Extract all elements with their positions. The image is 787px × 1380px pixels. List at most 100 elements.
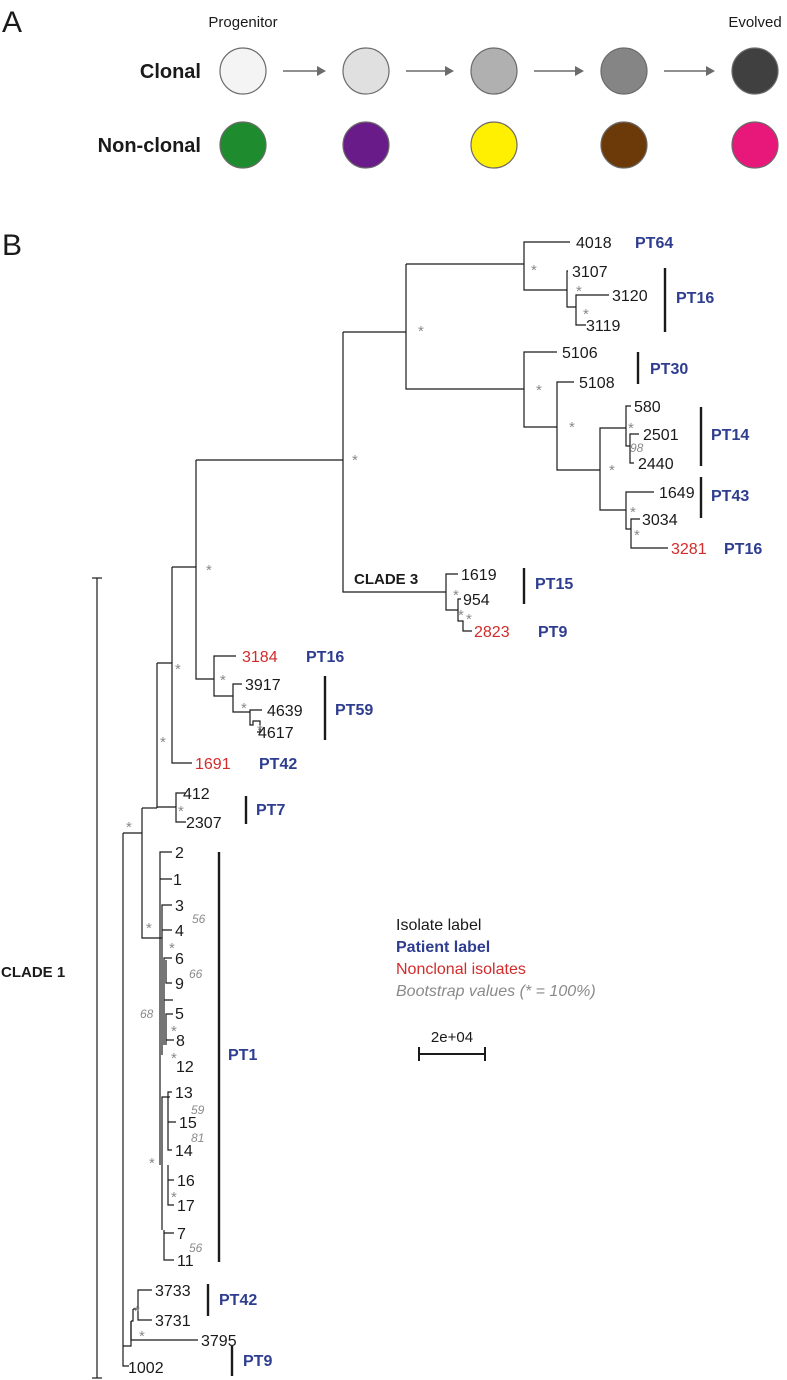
bootstrap-star: *	[630, 504, 636, 521]
bootstrap-star: *	[352, 452, 358, 469]
bootstrap-value: 66	[189, 967, 203, 981]
leaf-label: 412	[183, 786, 210, 803]
leaf-label: 14	[175, 1143, 193, 1160]
leaf-label: 16	[177, 1173, 195, 1190]
row-label: Clonal	[140, 61, 201, 83]
leaf-label: 2440	[638, 456, 674, 473]
bootstrap-star: *	[241, 700, 247, 717]
leaf-label: 580	[634, 399, 661, 416]
bootstrap-star: *	[171, 1023, 177, 1040]
bootstrap-star: *	[160, 734, 166, 751]
patient-label: PT9	[243, 1353, 272, 1370]
leaf-label: 2823	[474, 624, 510, 641]
patient-label: PT42	[259, 756, 297, 773]
leaf-label: 12	[176, 1059, 194, 1076]
leaf-label: 5106	[562, 345, 598, 362]
clade-1-label: CLADE 1	[1, 964, 65, 981]
evolved-label: Evolved	[728, 14, 781, 31]
stage-circle	[731, 47, 779, 95]
leaf-label: 13	[175, 1085, 193, 1102]
bootstrap-star: *	[569, 419, 575, 436]
patient-label: PT16	[724, 541, 762, 558]
leaf-labels: 4018 3107 3120 3119 5106 5108 580 2501 2…	[128, 235, 707, 1377]
leaf-label: 3034	[642, 512, 678, 529]
leaf-label: 2	[175, 845, 184, 862]
leaf-label: 4617	[258, 725, 294, 742]
stage-circle	[731, 121, 779, 169]
bootstrap-star: *	[453, 587, 459, 604]
stage-circle	[470, 47, 518, 95]
bootstrap-star: *	[576, 283, 582, 300]
leaf-label: 4018	[576, 235, 612, 252]
bootstrap-star: *	[134, 1303, 140, 1320]
patient-labels: PT64 PT16 PT30 PT14 PT43 PT16 PT15 PT9 P…	[219, 235, 762, 1370]
leaf-label: 1649	[659, 485, 695, 502]
legend-entry: Bootstrap values (* = 100%)	[396, 983, 596, 1000]
legend-entry: Nonclonal isolates	[396, 961, 526, 978]
scale-label: 2e+04	[431, 1029, 473, 1046]
bootstrap-star: *	[634, 527, 640, 544]
bootstrap-star: *	[531, 262, 537, 279]
patient-label: PT64	[635, 235, 673, 252]
patient-bars	[206, 268, 703, 1376]
bootstrap-value: 56	[192, 912, 206, 926]
arrow-icon	[575, 66, 584, 76]
patient-label: PT42	[219, 1292, 257, 1309]
leaf-label: 1619	[461, 567, 497, 584]
bootstrap-value: 98	[630, 441, 644, 455]
clade-3-label: CLADE 3	[354, 571, 418, 588]
bootstrap-star: *	[418, 323, 424, 340]
leaf-label: 3107	[572, 264, 608, 281]
bootstrap-star: *	[146, 920, 152, 937]
leaf-label: 3917	[245, 677, 281, 694]
leaf-label: 954	[463, 592, 490, 609]
leaf-label: 1	[173, 872, 182, 889]
bootstrap-star: *	[458, 607, 464, 624]
leaf-label: 17	[177, 1198, 195, 1215]
leaf-label: 5108	[579, 375, 615, 392]
bootstrap-star: *	[149, 1155, 155, 1172]
patient-label: PT14	[711, 427, 749, 444]
leaf-label: 3	[175, 898, 184, 915]
clade-1-bracket	[92, 577, 102, 1379]
leaf-label: 9	[175, 976, 184, 993]
stage-circle	[470, 121, 518, 169]
bootstrap-star: *	[583, 306, 589, 323]
leaf-label: 2501	[643, 427, 679, 444]
bootstrap-star: *	[169, 940, 175, 957]
bootstrap-value: 68	[140, 1007, 154, 1021]
bootstrap-star: *	[171, 1189, 177, 1206]
stage-circle	[219, 47, 267, 95]
stage-circle	[342, 47, 390, 95]
bootstrap-star: *	[175, 661, 181, 678]
bootstrap-value: 59	[191, 1103, 205, 1117]
bootstrap-star: *	[220, 672, 226, 689]
leaf-label: 3733	[155, 1283, 191, 1300]
bootstrap-star: *	[628, 420, 634, 437]
leaf-label: 3795	[201, 1333, 237, 1350]
leaf-label: 6	[175, 951, 184, 968]
leaf-label: 5	[175, 1006, 184, 1023]
arrow-icon	[706, 66, 715, 76]
leaf-label: 3731	[155, 1313, 191, 1330]
bootstrap-stars: * * * * * * * * * * * * * * * * * * * * …	[126, 262, 640, 1345]
patient-label: PT30	[650, 361, 688, 378]
leaf-label: 2307	[186, 815, 222, 832]
patient-label: PT9	[538, 624, 567, 641]
bootstrap-star: *	[609, 462, 615, 479]
scale-bar	[418, 1047, 486, 1061]
leaf-label: 11	[177, 1253, 194, 1270]
patient-label: PT1	[228, 1047, 257, 1064]
panel-a-label: A	[2, 6, 22, 39]
bootstrap-star: *	[126, 819, 132, 836]
bootstrap-star: *	[466, 611, 472, 628]
bootstrap-numbers: 98 56 66 68 59 81 56	[140, 441, 644, 1255]
patient-label: PT43	[711, 488, 749, 505]
bootstrap-star: *	[536, 382, 542, 399]
leaf-label: 1002	[128, 1360, 164, 1377]
leaf-label: 8	[176, 1033, 185, 1050]
bootstrap-star: *	[171, 1050, 177, 1067]
bootstrap-star: *	[178, 803, 184, 820]
